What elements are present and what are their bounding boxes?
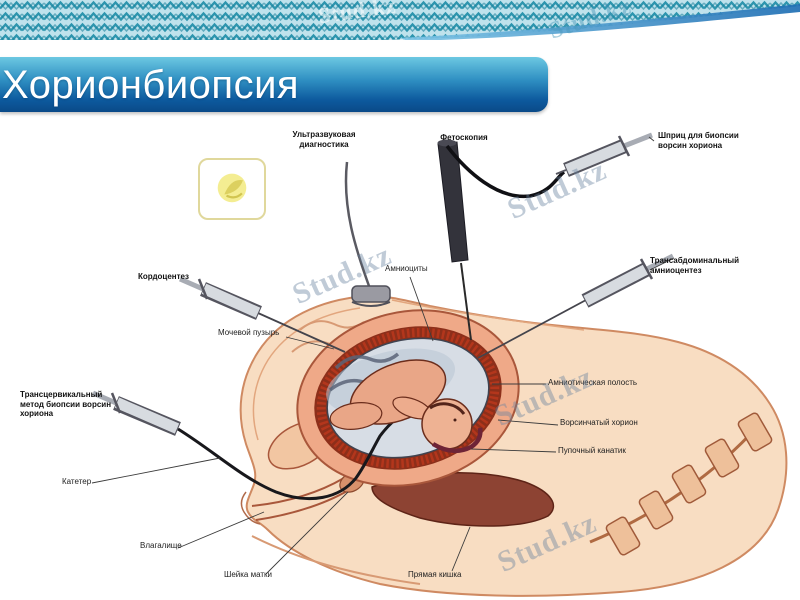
label-bladder: Мочевой пузырь: [218, 328, 280, 337]
label-chorion: Ворсинчатый хорион: [560, 418, 638, 427]
anatomy-illustration: [91, 132, 788, 597]
diagram-area: Ультразвуковая диагностика Фетоскопия Шп…: [0, 118, 800, 600]
label-ultrasound: Ультразвуковая диагностика: [292, 130, 356, 149]
label-umbilical-cord: Пупочный канатик: [558, 446, 626, 455]
studkz-logo-badge: [198, 158, 266, 220]
label-vagina: Влагалище: [140, 541, 182, 550]
label-cvs-syringe: Шприц для биопсии ворсин хориона: [658, 131, 739, 150]
label-fetoscopy: Фетоскопия: [440, 133, 488, 142]
label-rectum: Прямая кишка: [408, 570, 462, 579]
header-wave-decoration: Stud.kz Stud.kz: [0, 0, 800, 40]
label-cervix: Шейка матки: [224, 570, 273, 579]
label-catheter: Катетер: [62, 477, 92, 486]
wave-pattern-art: [0, 0, 800, 40]
title-banner: Хорионбиопсия: [0, 57, 548, 112]
label-cordocentesis: Кордоцентез: [138, 272, 189, 281]
slide-title: Хорионбиопсия: [2, 63, 300, 107]
label-amniotic-cavity: Амниотическая полость: [548, 378, 638, 387]
label-transabdominal: Трансабдоминальный амниоцентез: [650, 256, 740, 275]
label-amniocytes: Амниоциты: [385, 264, 428, 273]
label-transcervical: Трансцервикальный метод биопсии ворсин х…: [20, 390, 112, 418]
bird-logo-icon: [217, 173, 247, 203]
